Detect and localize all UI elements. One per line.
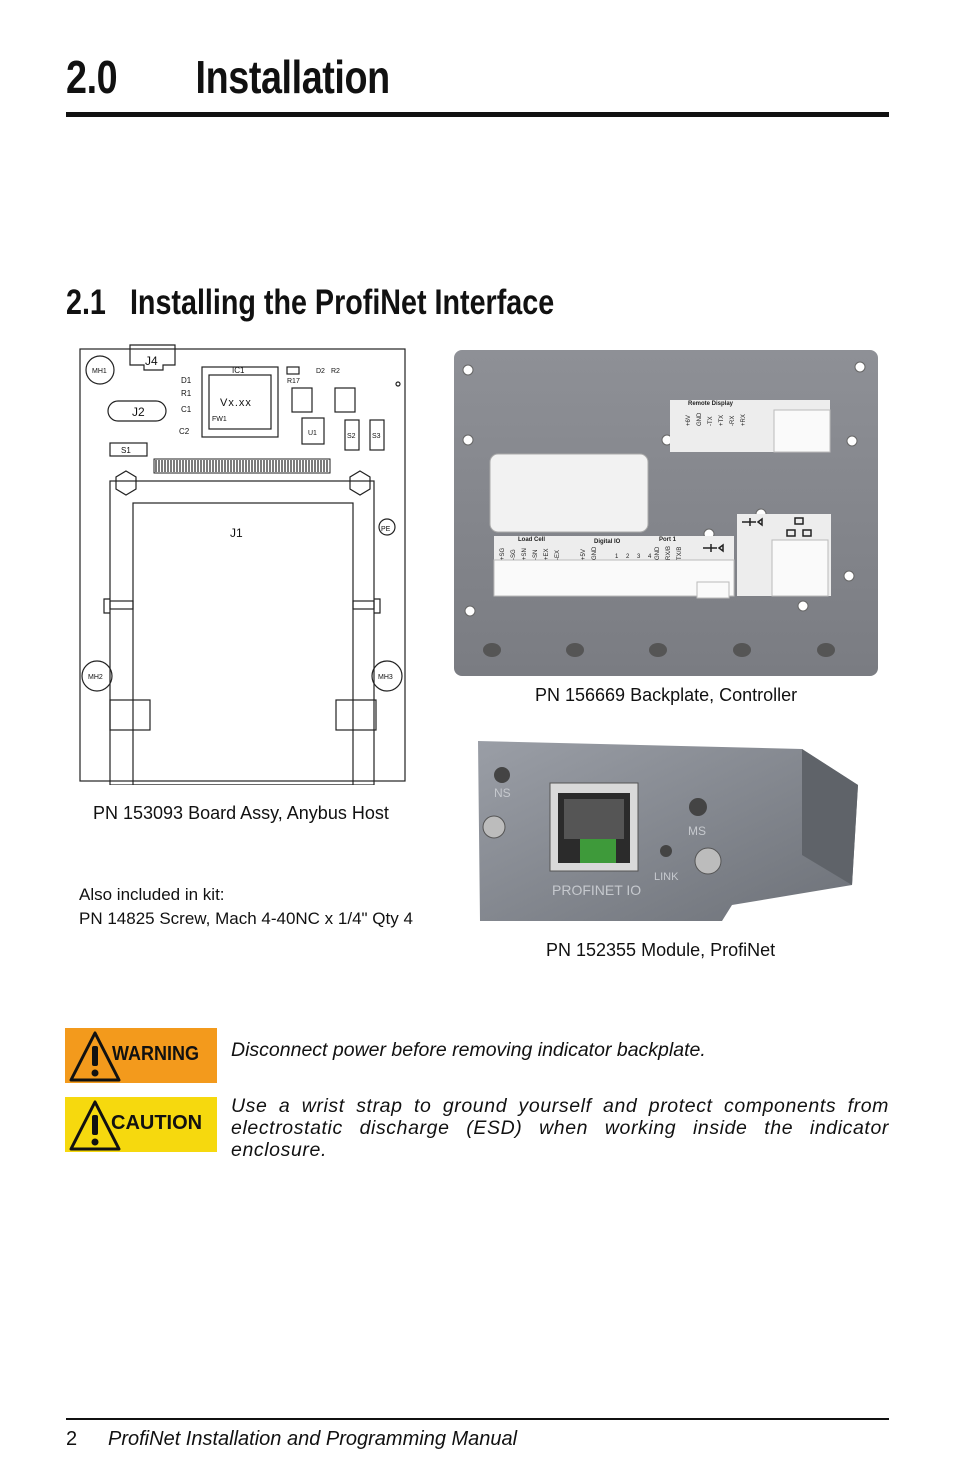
footer-rule	[66, 1418, 889, 1420]
backplate-pin-load_pins-2: +SN	[522, 548, 528, 560]
label-j2: J2	[132, 405, 145, 419]
label-r2: R2	[331, 368, 340, 375]
caution-triangle-icon	[69, 1100, 121, 1151]
module-label-link: LINK	[654, 871, 679, 883]
warning-triangle-icon	[69, 1031, 121, 1082]
backplate-pin-dio_pins-5: 4	[648, 554, 652, 560]
label-s2: S2	[347, 433, 356, 440]
backplate-pin-port_pins-0: GND	[655, 546, 661, 560]
footer-title: ProfiNet Installation and Programming Ma…	[108, 1428, 518, 1450]
profinet-module-picture: NS MS LINK PROFINET IO	[478, 741, 858, 921]
label-j4: J4	[145, 354, 158, 368]
backplate-pin-remote_pins-1: GND	[697, 412, 703, 426]
backplate-pin-load_pins-4: +EX	[544, 548, 550, 560]
kit-note-line1: Also included in kit:	[79, 885, 225, 904]
label-version: Vx.xx	[220, 397, 252, 409]
module-caption: PN 152355 Module, ProfiNet	[546, 940, 776, 960]
label-pe: PE	[381, 526, 391, 533]
label-r1: R1	[181, 389, 192, 398]
backplate-pin-dio_pins-1: GND	[592, 546, 598, 560]
backplate-pin-remote_pins-4: -RX	[730, 416, 736, 426]
caution-text: Use a wrist strap to ground yourself and…	[231, 1095, 889, 1161]
backplate-pin-remote_pins-0: +6V	[686, 415, 692, 426]
section-number: 2.1	[66, 283, 106, 322]
backplate-pin-load_pins-0: +SG	[500, 547, 506, 560]
label-r17: R17	[287, 378, 300, 385]
label-ic1: IC1	[232, 366, 245, 375]
kit-note: Also included in kit: PN 14825 Screw, Ma…	[79, 883, 413, 931]
warning-label: WARNING	[112, 1043, 200, 1065]
module-label-brand: PROFINET IO	[552, 882, 641, 898]
label-d2: D2	[316, 368, 325, 375]
backplate-pin-remote_pins-3: +TX	[719, 415, 725, 426]
backplate-pin-dio_pins-0: +5V	[581, 549, 587, 560]
board-assembly-drawing: J4 J2 J1 MH1 MH2 MH3 IC1 Vx.xx FW1 D1 R1…	[79, 344, 406, 785]
chapter-title: Installation	[195, 51, 391, 103]
label-mh3: MH3	[378, 674, 393, 681]
label-s3: S3	[372, 433, 381, 440]
label-s1: S1	[121, 446, 131, 455]
backplate-pin-dio_pins-2: 1	[615, 554, 619, 560]
warning-badge: WARNING	[65, 1028, 217, 1083]
module-label-ns: NS	[494, 786, 511, 800]
backplate-pin-load_pins-5: -EX	[555, 550, 561, 560]
backplate-pin-dio_pins-3: 2	[626, 554, 630, 560]
page-footer: 2 ProfiNet Installation and Programming M…	[66, 1428, 517, 1451]
heading-rule	[66, 112, 889, 117]
backplate-label-load-cell: Load Cell	[518, 537, 545, 543]
board-caption: PN 153093 Board Assy, Anybus Host	[93, 803, 389, 823]
module-label-ms: MS	[688, 824, 706, 838]
backplate-label-remote-display: Remote Display	[688, 401, 734, 407]
caution-label: CAUTION	[111, 1112, 203, 1134]
page-number: 2	[66, 1428, 78, 1450]
backplate-caption: PN 156669 Backplate, Controller	[535, 685, 798, 705]
backplate-pin-load_pins-3: -SN	[533, 550, 539, 560]
backplate-pin-port_pins-2: TX/B	[677, 547, 683, 560]
label-mh2: MH2	[88, 674, 103, 681]
warning-text: Disconnect power before removing indicat…	[231, 1039, 706, 1061]
chapter-number: 2.0	[66, 51, 118, 103]
label-c1: C1	[181, 405, 192, 414]
chapter-heading: 2.0 Installation	[66, 50, 390, 104]
label-c2: C2	[179, 427, 190, 436]
label-d1: D1	[181, 376, 192, 385]
label-fw1: FW1	[212, 416, 227, 423]
backplate-pin-port_pins-1: RX/B	[666, 546, 672, 560]
label-u1: U1	[308, 430, 317, 437]
backplate-pin-remote_pins-5: +RX	[741, 414, 747, 426]
backplate-picture: Remote Display Load Cell Digital IO Port…	[454, 350, 878, 676]
backplate-label-digital-io: Digital IO	[594, 539, 621, 545]
section-title: Installing the ProfiNet Interface	[129, 283, 555, 322]
kit-note-line2: PN 14825 Screw, Mach 4-40NC x 1/4" Qty 4	[79, 909, 413, 928]
backplate-pin-load_pins-1: -SG	[511, 549, 517, 560]
label-j1: J1	[230, 526, 243, 540]
caution-badge: CAUTION	[65, 1097, 217, 1152]
backplate-pin-dio_pins-4: 3	[637, 554, 641, 560]
backplate-label-port1: Port 1	[659, 537, 677, 543]
section-heading: 2.1 Installing the ProfiNet Interface	[66, 283, 554, 323]
label-mh1: MH1	[92, 368, 107, 375]
backplate-pin-remote_pins-2: -TX	[708, 416, 714, 426]
